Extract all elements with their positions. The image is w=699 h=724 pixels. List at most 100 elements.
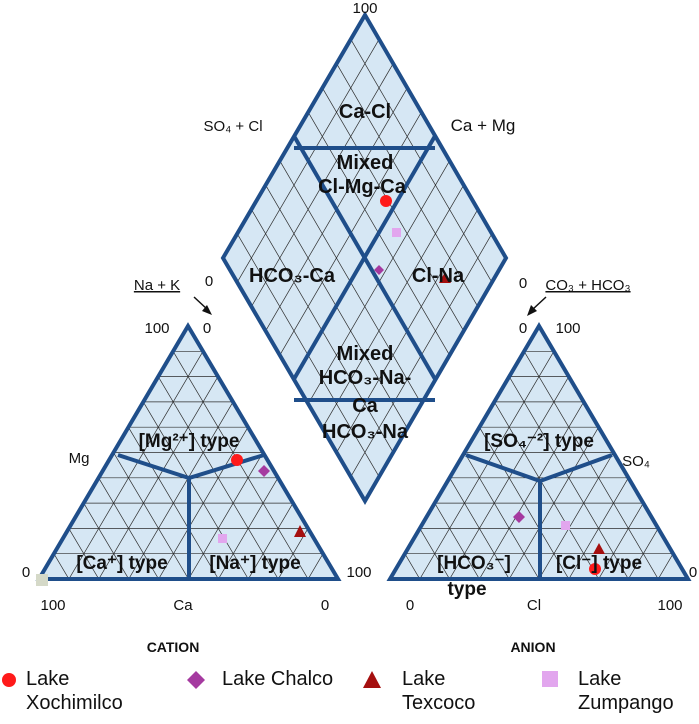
grid-line: [449, 376, 570, 579]
diamond-top-value: 100: [352, 0, 377, 17]
grid-line: [98, 376, 219, 579]
xochimilco-diamond-marker: [380, 195, 392, 207]
cation-apex-value: 100: [144, 320, 169, 337]
cation-bottom-left-value: 100: [40, 597, 65, 614]
so4-cl-axis-label: SO₄ + Cl: [203, 118, 262, 135]
diamond-frame: [220, 11, 509, 505]
legend-texcoco-line2: Texcoco: [402, 692, 476, 714]
legend-markers: [2, 671, 558, 689]
diamond-samples: [374, 195, 451, 283]
zumpango-cation-marker: [218, 534, 227, 543]
chalco-cation-marker: [258, 465, 270, 477]
legend-chalco-marker: [187, 671, 205, 689]
diamond-labels: 100 0 0 SO₄ + Cl Ca + Mg Ca-Cl Mixed Cl-…: [203, 0, 527, 443]
grid-line: [479, 401, 585, 579]
cation-title: CATION: [147, 639, 200, 655]
cation-frame: [35, 322, 342, 581]
grid-line: [247, 502, 294, 579]
zone-hco3-na: HCO₃-Na: [322, 421, 409, 443]
anion-samples: [513, 511, 605, 575]
anion-title: ANION: [510, 639, 555, 655]
grid-line: [523, 351, 659, 579]
legend-item-xochimilco: Lake Xochimilco: [26, 667, 123, 715]
grid-line: [307, 553, 324, 579]
zumpango-diamond-marker: [392, 228, 401, 237]
co3-hco3-pointer-arrow: [527, 296, 547, 316]
zone-cl-na: Cl-Na: [412, 265, 465, 287]
grid-line: [53, 553, 70, 579]
texcoco-diamond-marker: [439, 272, 451, 283]
legend-texcoco-line1: Lake: [402, 668, 446, 690]
legend-texcoco-marker: [363, 671, 381, 688]
cation-right-base-value: 100: [346, 564, 371, 581]
diamond-right-zero: 0: [519, 275, 527, 292]
anion-apex-zero: 0: [519, 320, 527, 337]
diamond-left-zero: 0: [205, 273, 213, 290]
chalco-diamond-marker: [374, 265, 384, 275]
grid-line: [464, 452, 540, 579]
grid-line: [142, 401, 249, 579]
grid-line: [508, 376, 629, 579]
zone-ca-cl: Ca-Cl: [339, 101, 391, 123]
legend-xochimilco-line2: Xochimilco: [26, 692, 123, 714]
anion-triangle: [386, 322, 692, 581]
anion-apex-value: 100: [555, 320, 580, 337]
chalco-anion-marker: [513, 511, 525, 523]
grid-line: [419, 351, 555, 579]
zone-hco3-ca: HCO₃-Ca: [249, 265, 336, 287]
zone-hco3-type-line1: [HCO₃⁻]: [437, 553, 511, 574]
anion-bottom-right-value: 100: [657, 597, 682, 614]
texcoco-cation-marker: [294, 525, 306, 537]
cation-samples: [36, 454, 306, 586]
zone-mixed-hco3-line1: Mixed: [337, 343, 394, 365]
grid-line: [83, 502, 130, 579]
anion-zone-boundaries: [465, 453, 613, 579]
legend-item-chalco: Lake Chalco: [222, 667, 333, 691]
grid-line: [493, 401, 599, 579]
zone-cl-type: [Cl⁻] type: [556, 553, 642, 574]
zone-na-type: [Na⁺] type: [209, 553, 300, 574]
grid-line: [172, 351, 309, 579]
cation-apex-zero: 0: [203, 320, 211, 337]
zumpango-anion-marker: [561, 521, 570, 530]
grid-line: [404, 553, 421, 579]
ca-mg-axis-label: Ca + Mg: [451, 116, 516, 135]
grid-line: [434, 502, 480, 579]
zone-mixed-cl-line2: Cl-Mg-Ca: [318, 176, 407, 198]
diamond-zone-boundaries: [292, 134, 437, 402]
grid-line: [68, 351, 204, 579]
zone-mixed-hco3-line2: HCO₃-Na-: [319, 367, 412, 389]
zone-mixed-hco3-line3: Ca: [352, 395, 378, 417]
legend-chalco-line1: Lake Chalco: [222, 668, 334, 690]
anion-labels: CO₃ + HCO₃ 0 100 SO₄ 0 0 Cl 100 [SO₄⁻²] …: [406, 277, 697, 655]
zone-so4-type: [SO₄⁻²] type: [484, 431, 594, 452]
zone-ca-type: [Ca⁺] type: [76, 553, 167, 574]
cation-triangle: [35, 322, 342, 581]
diamond-plot: [220, 11, 509, 505]
zone-mixed-cl-line1: Mixed: [337, 152, 394, 174]
texcoco-anion-marker: [593, 543, 605, 554]
grid-line: [113, 452, 189, 579]
grid-line: [188, 452, 264, 579]
legend-xochimilco-line1: Lake: [26, 668, 70, 690]
na-k-pointer-arrow: [193, 296, 212, 315]
xochimilco-anion-marker: [589, 563, 601, 575]
zone-mg-type: [Mg²⁺] type: [139, 431, 240, 452]
zone-hco3-type-line2: type: [447, 579, 486, 600]
legend-item-texcoco: Lake Texcoco: [402, 667, 475, 715]
xochimilco-cation-marker: [231, 454, 243, 466]
cl-axis-label: Cl: [527, 597, 541, 614]
cation-origin-marker: [36, 574, 48, 586]
anion-frame: [386, 322, 692, 581]
legend-zumpango-line2: Zumpango: [578, 692, 674, 714]
legend-zumpango-marker: [542, 671, 558, 687]
legend-item-zumpango: Lake Zumpango: [578, 667, 674, 715]
grid-line: [128, 401, 234, 579]
cation-labels: Na + K 100 0 Mg 0 100 100 Ca 0 [Mg²⁺] ty…: [22, 277, 372, 655]
cation-left-base-value: 0: [22, 564, 30, 581]
grid-line: [157, 376, 279, 579]
ca-axis-label: Ca: [173, 597, 193, 614]
legend-zumpango-line1: Lake: [578, 668, 622, 690]
